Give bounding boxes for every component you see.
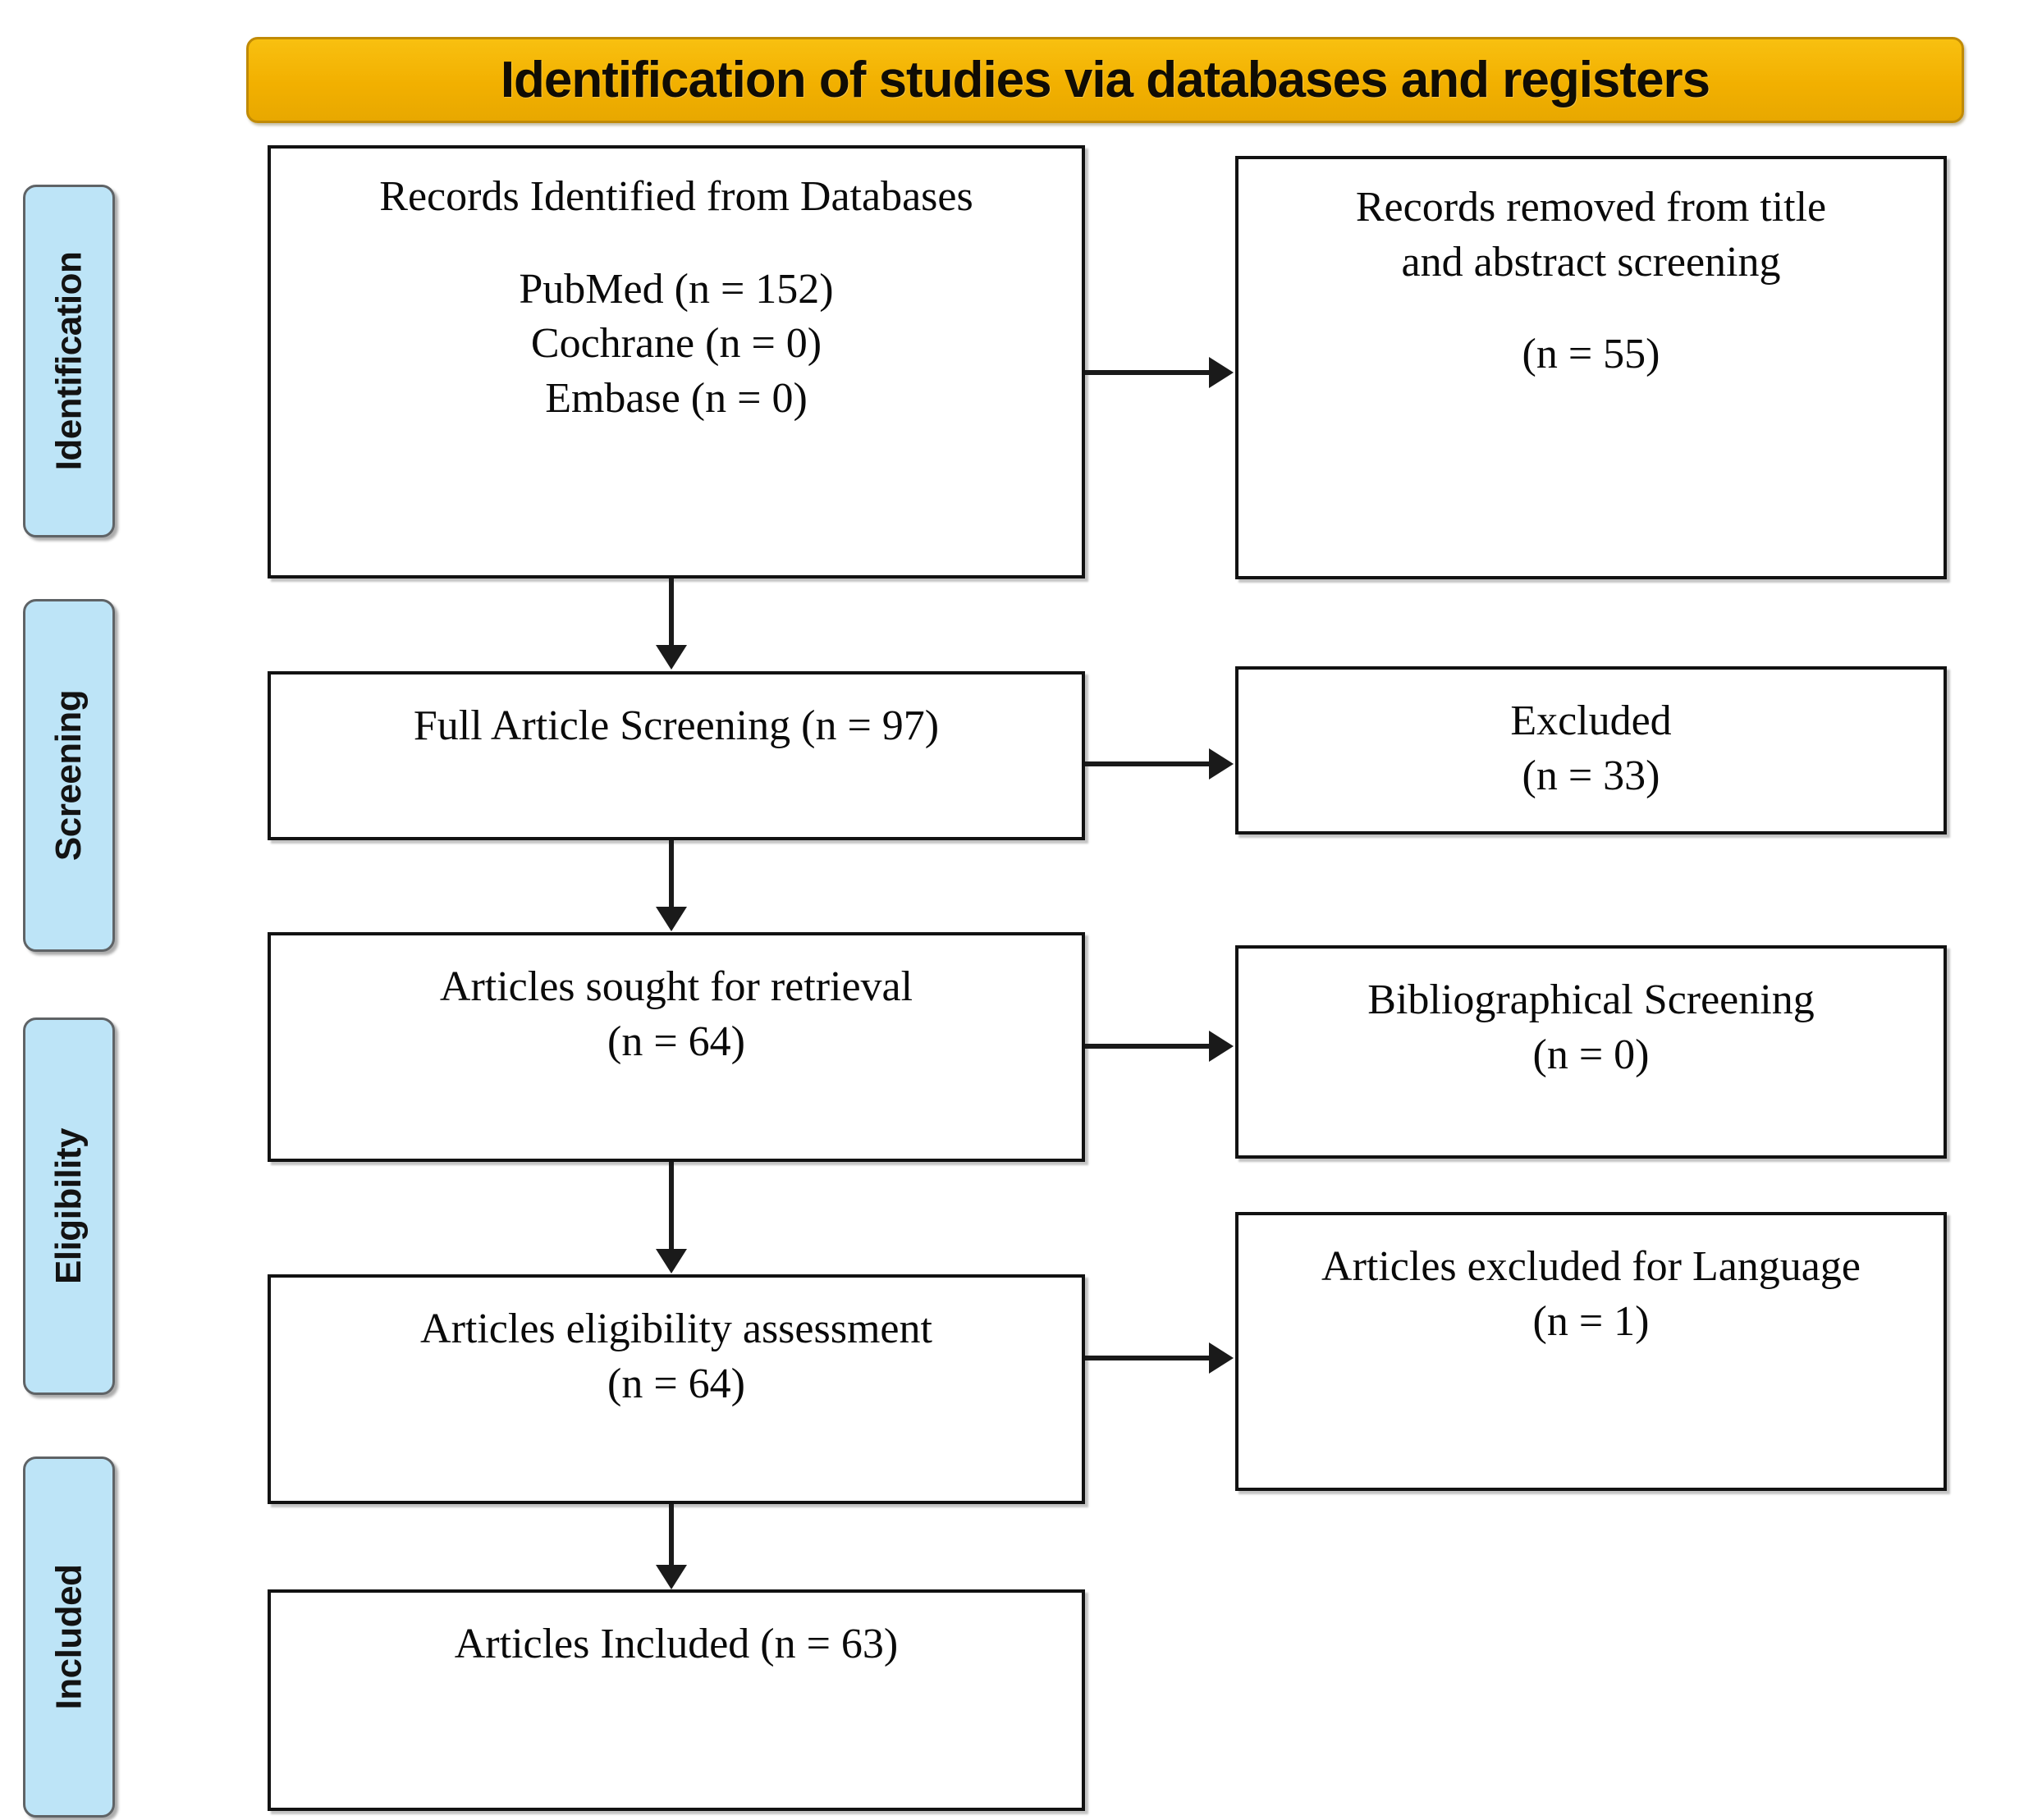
box-bibliographical-screening: Bibliographical Screening (n = 0) xyxy=(1235,945,1947,1159)
box-count: (n = 1) xyxy=(1532,1297,1650,1345)
box-articles-excluded-for-language: Articles excluded for Language (n = 1) xyxy=(1235,1212,1947,1491)
box-source-cochrane: Cochrane (n = 0) xyxy=(530,320,822,368)
box-source-embase: Embase (n = 0) xyxy=(545,374,808,422)
box-line-1: Articles Included (n = 63) xyxy=(454,1621,899,1667)
box-articles-sought-for-retrieval: Articles sought for retrieval (n = 64) xyxy=(268,932,1085,1162)
box-articles-included: Articles Included (n = 63) xyxy=(268,1589,1085,1811)
box-records-removed: Records removed from title and abstract … xyxy=(1235,156,1947,579)
phase-label-text: Included xyxy=(48,1564,89,1710)
box-line-1: Articles sought for retrieval xyxy=(439,963,913,1010)
box-records-identified: Records Identified from Databases PubMed… xyxy=(268,145,1085,578)
box-line-1: Excluded xyxy=(1510,697,1672,744)
phase-label-eligibility: Eligibility xyxy=(23,1017,115,1395)
phase-label-text: Screening xyxy=(48,689,89,862)
box-line-1: Full Article Screening (n = 97) xyxy=(413,702,940,749)
box-articles-eligibility-assessment: Articles eligibility assessment (n = 64) xyxy=(268,1274,1085,1504)
box-count: (n = 55) xyxy=(1522,331,1660,378)
phase-label-text: Eligibility xyxy=(48,1127,89,1285)
arrow-down-eligibility-to-included xyxy=(656,1504,687,1589)
box-line-1: Articles eligibility assessment xyxy=(420,1306,932,1352)
arrow-down-screening-to-retrieval xyxy=(656,840,687,931)
box-line-2: and abstract screening xyxy=(1401,238,1781,286)
box-line-1: Articles excluded for Language xyxy=(1321,1243,1861,1290)
box-count: (n = 33) xyxy=(1522,752,1660,799)
phase-label-screening: Screening xyxy=(23,599,115,952)
phase-label-included: Included xyxy=(23,1456,115,1818)
box-source-pubmed: PubMed (n = 152) xyxy=(519,265,834,313)
box-count: (n = 0) xyxy=(1532,1031,1650,1078)
arrow-right-screening-to-excluded xyxy=(1085,748,1234,780)
box-excluded: Excluded (n = 33) xyxy=(1235,666,1947,835)
box-heading: Records Identified from Databases xyxy=(379,173,973,220)
box-count: (n = 64) xyxy=(607,1360,745,1407)
phase-label-text: Identification xyxy=(48,251,89,471)
arrow-down-identified-to-screening xyxy=(656,578,687,670)
diagram-title-text: Identification of studies via databases … xyxy=(500,52,1710,108)
box-count: (n = 64) xyxy=(607,1017,745,1065)
box-full-article-screening: Full Article Screening (n = 97) xyxy=(268,671,1085,840)
diagram-title-banner: Identification of studies via databases … xyxy=(246,37,1964,123)
arrow-right-identified-to-removed xyxy=(1085,357,1234,388)
box-line-1: Bibliographical Screening xyxy=(1367,976,1815,1023)
arrow-down-retrieval-to-eligibility xyxy=(656,1162,687,1274)
arrow-right-eligibility-to-language xyxy=(1085,1342,1234,1374)
box-line-1: Records removed from title xyxy=(1355,184,1827,231)
arrow-right-retrieval-to-bibliographic xyxy=(1085,1031,1234,1062)
phase-label-identification: Identification xyxy=(23,185,115,537)
